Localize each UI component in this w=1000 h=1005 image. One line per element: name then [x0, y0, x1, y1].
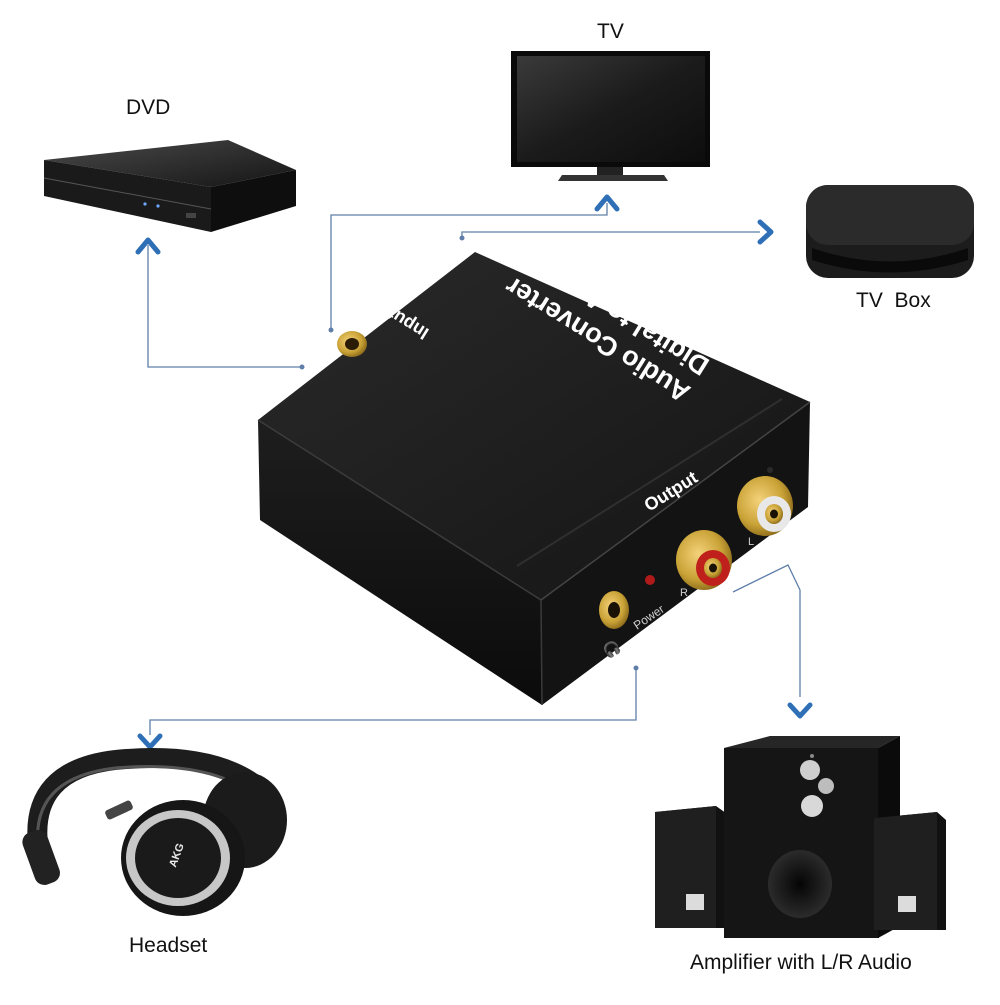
dvd-label: DVD — [126, 96, 171, 119]
arrow-right-tvbox — [757, 219, 774, 245]
tv-illustration — [511, 51, 710, 181]
arrow-up-dvd — [135, 237, 161, 255]
converter-illustration: Digital to Analog Audio Converter Input … — [257, 243, 811, 706]
dvd-illustration — [43, 140, 296, 232]
tvbox-illustration — [806, 185, 974, 278]
headset-illustration: AKG — [22, 748, 287, 916]
line-input-to-tvbox — [461, 231, 760, 238]
line-output-to-amplifier — [732, 564, 801, 697]
headphone-icon: 🎧 — [600, 638, 624, 661]
arrow-down-amplifier — [787, 702, 813, 719]
rca-r-label: R — [680, 587, 688, 599]
line-input-to-dvd — [147, 245, 302, 368]
rca-l-label: L — [748, 536, 754, 548]
tv-label: TV — [597, 20, 624, 43]
headset-label: Headset — [129, 934, 208, 957]
tvbox-label: TV Box — [856, 289, 931, 312]
connection-dots — [299, 235, 639, 671]
power-led — [645, 575, 655, 585]
arrow-up-tv — [594, 194, 620, 212]
speaker-system-illustration — [655, 736, 946, 938]
amplifier-label: Amplifier with L/R Audio — [690, 951, 912, 974]
line-output-to-headset — [149, 668, 637, 735]
line-input-to-tv — [330, 203, 608, 330]
arrow-down-headset — [137, 733, 163, 750]
